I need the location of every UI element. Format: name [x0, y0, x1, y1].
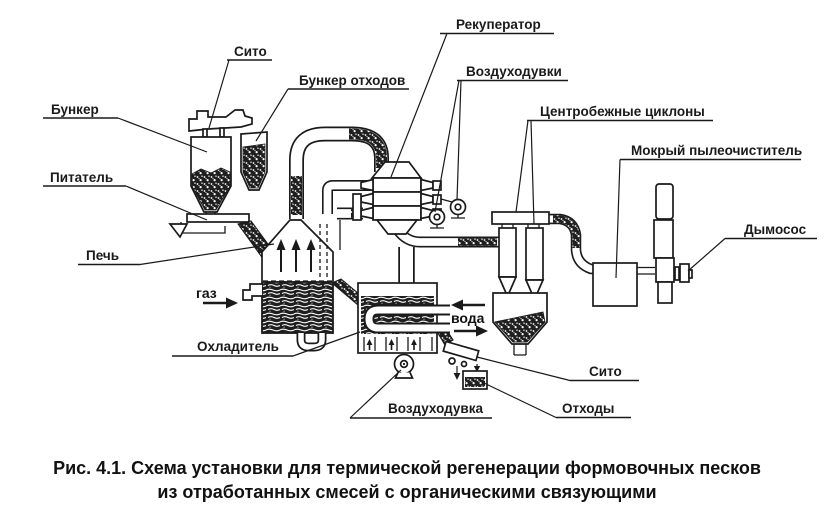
label-gaz-text: газ [196, 285, 217, 301]
label-othody-text: Отходы [562, 401, 614, 416]
label-voda-text: вода [451, 310, 485, 326]
caption-line1: Рис. 4.1. Схема установки для термическо… [53, 458, 761, 478]
label-bunker-othodov: Бункер отходов [255, 73, 409, 142]
cooler [357, 282, 450, 379]
label-pyleochistitel: Мокрый пылеочиститель [615, 143, 802, 279]
label-sito-bottom-text: Сито [589, 364, 622, 379]
label-dymosos: Дымосос [687, 222, 817, 272]
label-vozduhoduvka-text: Воздуходувка [388, 401, 483, 416]
feeder-device [168, 213, 250, 239]
bunker-vessel [190, 136, 232, 218]
furnace [242, 219, 334, 352]
label-rekuperator-text: Рекуператор [456, 17, 541, 32]
waste-box [462, 370, 488, 390]
cyclone-hopper-sand [494, 311, 546, 343]
furnace-sand-bed [261, 281, 334, 334]
label-bunker-text: Бункер [51, 102, 99, 117]
figure-caption: Рис. 4.1. Схема установки для термическо… [53, 458, 761, 502]
label-vozduhoduvka: Воздуходувка [349, 369, 492, 419]
label-pitatel: Питатель [43, 170, 208, 221]
label-othody: Отходы [483, 382, 631, 419]
caption-line2: из отработанных смесей с органическими с… [157, 482, 656, 502]
label-pitatel-text: Питатель [50, 170, 113, 185]
labels-layer: Сито Бункер отходов Бункер Питатель Печь… [43, 17, 817, 419]
waste-bunker-sand-fill [242, 143, 266, 189]
smoke-exhauster-device [674, 263, 693, 283]
label-pyleochistitel-text: Мокрый пылеочиститель [631, 143, 802, 158]
label-ohladitel-text: Охладитель [197, 339, 279, 354]
label-sito-top: Сито [208, 44, 272, 129]
top-sieve-device [188, 109, 253, 138]
bunker-sand-fill [191, 167, 231, 211]
label-pech: Печь [78, 243, 275, 266]
cooler-grate [363, 337, 433, 351]
label-gaz: газ [196, 285, 217, 301]
pipework [289, 126, 655, 283]
label-ohladitel: Охладитель [172, 331, 361, 357]
gas-inlet-duct [242, 283, 262, 301]
label-rekuperator: Рекуператор [390, 17, 554, 178]
scrubber-column [653, 183, 675, 304]
furnace-up-arrows [276, 239, 316, 272]
label-bunker-othodov-text: Бункер отходов [299, 73, 405, 88]
waste-bunker-vessel [240, 131, 268, 191]
wet-dust-cleaner [592, 262, 638, 307]
label-tsiklony-text: Центробежные циклоны [540, 104, 705, 119]
gas-arrow [203, 297, 238, 309]
recuperator-blowers [428, 198, 467, 229]
label-sito-bottom: Сито [476, 356, 639, 382]
water-u-tube [365, 306, 450, 332]
label-bunker: Бункер [43, 102, 208, 153]
recuperator [352, 161, 442, 235]
label-pech-text: Печь [86, 248, 119, 263]
cyclones [491, 211, 550, 356]
water-arrows [451, 299, 488, 337]
label-dymosos-text: Дымосос [744, 222, 807, 237]
cooler-blower [393, 353, 415, 379]
label-vozduhoduvki-text: Воздуходувки [466, 64, 562, 79]
label-voda: вода [451, 310, 485, 326]
label-tsiklony: Центробежные циклоны [515, 104, 713, 225]
bottom-sieve [442, 340, 481, 380]
label-sito-top-text: Сито [234, 44, 267, 59]
label-vozduhoduvki: Воздуходувки [434, 64, 568, 213]
